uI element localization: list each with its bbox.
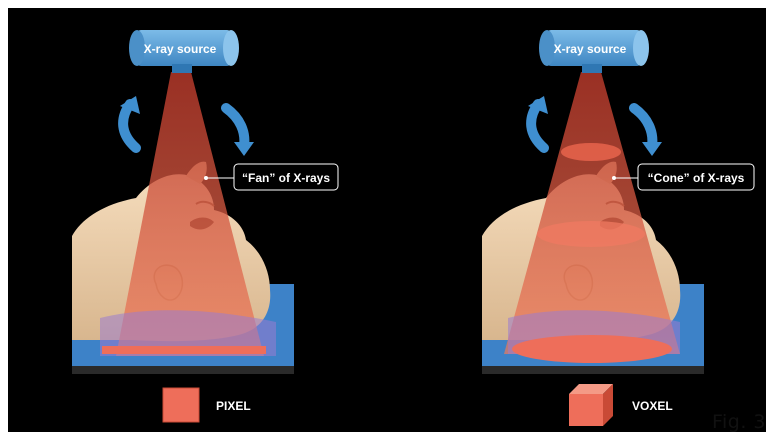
element-label: PIXEL: [216, 399, 251, 413]
cone-slice-middle: [537, 221, 645, 247]
element-label: VOXEL: [632, 399, 673, 413]
pixel-square: [163, 388, 199, 422]
xray-source-label: X-ray source: [144, 42, 217, 56]
figure-label: Fig. 3: [712, 411, 766, 433]
detector-area: [512, 335, 672, 363]
beam-label: “Cone” of X-rays: [648, 171, 745, 185]
voxel-cube: [569, 384, 613, 426]
xray-source-label: X-ray source: [554, 42, 627, 56]
table-edge: [72, 366, 294, 374]
cone-slice-top: [561, 143, 621, 161]
beam-label: “Fan” of X-rays: [242, 171, 330, 185]
detector-strip: [102, 346, 266, 354]
table-edge: [482, 366, 704, 374]
